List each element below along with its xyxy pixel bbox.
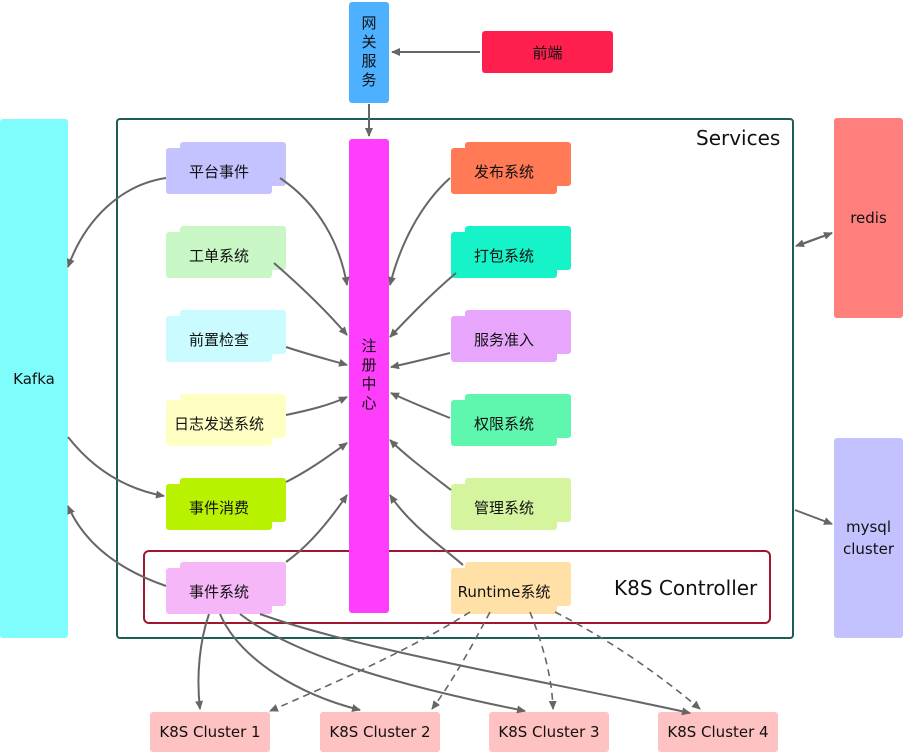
service-platform-event[interactable]: 平台事件 [166,142,286,194]
kafka-node[interactable]: Kafka [0,119,68,638]
edge-runtime-to-cluster3 [529,611,557,710]
k8s-cluster-4-node[interactable]: K8S Cluster 4 [658,712,778,752]
edge-platform-event-to-kafka [66,177,167,268]
frontend-node[interactable]: 前端 [482,31,613,73]
service-label: 发布系统 [451,148,557,194]
service-permission-system[interactable]: 权限系统 [451,394,571,446]
edge-platform-event-to-registry [279,177,350,286]
service-admission[interactable]: 服务准入 [451,310,571,362]
k8s-cluster-2-node[interactable]: K8S Cluster 2 [320,712,440,752]
service-label: 服务准入 [451,316,557,362]
service-label: 管理系统 [451,484,557,530]
edge-eventsystem-to-cluster3 [239,613,526,714]
service-log-sender[interactable]: 日志发送系统 [166,394,286,446]
service-label: 事件消费 [166,484,272,530]
edge-admission-to-registry [390,352,451,370]
edge-runtime-to-cluster4 [554,611,701,710]
service-label: 权限系统 [451,400,557,446]
service-label: 打包系统 [451,232,557,278]
service-label: 前置检查 [166,316,272,362]
edge-permission-to-registry [390,392,451,419]
service-label: 事件系统 [166,568,272,614]
mysql-cluster-node[interactable]: mysql cluster [834,438,903,638]
edge-eventsystem-to-cluster2 [219,613,361,712]
k8s-controller-container [143,550,771,624]
edge-runtime-to-cluster1 [269,611,471,712]
edge-consumer-to-registry [285,442,348,483]
edge-redis-services [795,232,833,248]
edge-services-to-mysql [794,509,833,525]
services-title: Services [696,126,781,150]
edge-release-to-registry [388,177,451,286]
k8s-controller-title: K8S Controller [614,576,758,600]
edge-eventsystem-to-registry [285,494,348,563]
service-ticket-system[interactable]: 工单系统 [166,226,286,278]
edge-eventsystem-to-cluster1 [195,613,210,710]
service-event-system[interactable]: 事件系统 [166,562,286,614]
service-label: 平台事件 [166,148,272,194]
gateway-node[interactable]: 网关服务 [349,2,389,103]
cluster-label: cluster [842,540,894,558]
edge-precheck-to-registry [285,346,348,367]
service-runtime-system[interactable]: Runtime系统 [451,562,571,614]
edge-logsender-to-registry [285,396,348,416]
registry-center-node[interactable]: 注册中心 [349,139,389,613]
service-packaging-system[interactable]: 打包系统 [451,226,571,278]
k8s-cluster-3-node[interactable]: K8S Cluster 3 [489,712,609,752]
k8s-cluster-1-node[interactable]: K8S Cluster 1 [150,712,270,752]
service-label: 工单系统 [166,232,272,278]
edge-runtime-to-registry [389,494,464,566]
service-precheck[interactable]: 前置检查 [166,310,286,362]
services-container [116,118,794,639]
edge-management-to-registry [389,439,452,491]
edge-kafka-to-consumer [67,436,165,499]
service-label: 日志发送系统 [166,400,272,446]
edge-eventsystem-to-kafka [67,505,167,587]
service-management-system[interactable]: 管理系统 [451,478,571,530]
redis-node[interactable]: redis [834,118,903,318]
edge-runtime-to-cluster2 [431,611,491,710]
service-release-system[interactable]: 发布系统 [451,142,571,194]
edge-eventsystem-to-cluster4 [259,613,691,716]
service-label: Runtime系统 [451,568,557,614]
service-event-consumer[interactable]: 事件消费 [166,478,286,530]
edge-ticket-to-registry [273,262,348,336]
edge-packaging-to-registry [389,272,457,338]
mysql-label: mysql [846,518,891,536]
